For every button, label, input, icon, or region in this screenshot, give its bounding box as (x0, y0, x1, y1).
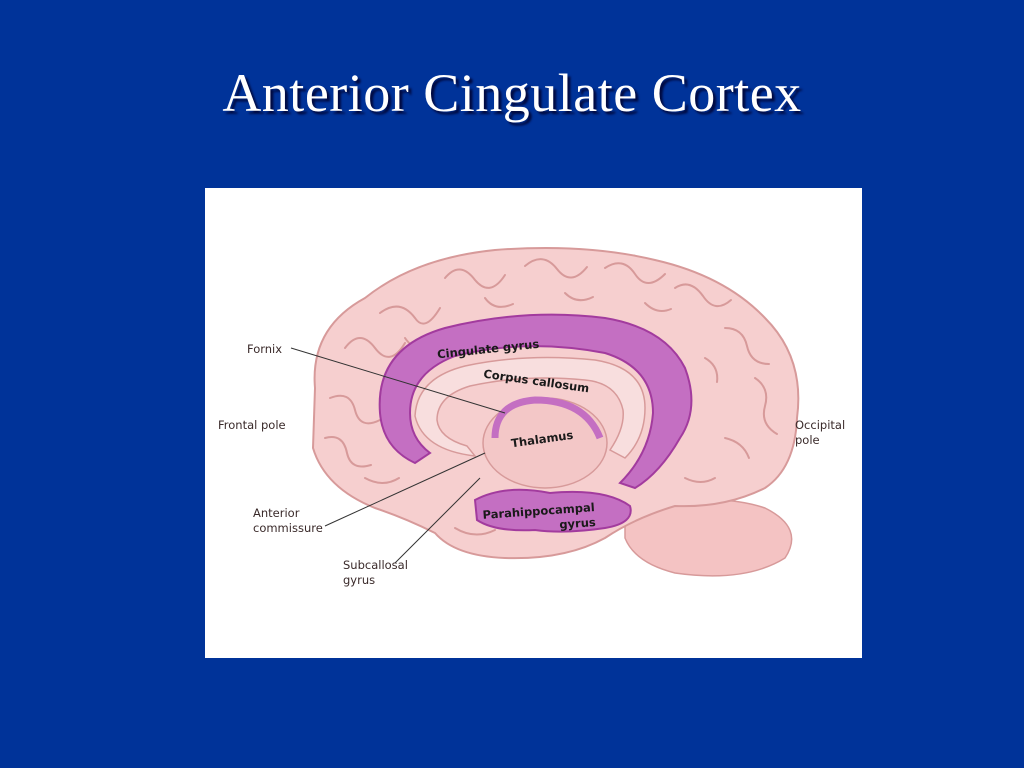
label-occipital-line2: pole (795, 433, 820, 447)
label-subcallosal-line2: gyrus (343, 573, 376, 587)
label-anterior-commissure-line1: Anterior (253, 506, 300, 520)
slide-title: Anterior Cingulate Cortex (222, 63, 802, 123)
fornix-arc (491, 396, 604, 440)
label-fornix: Fornix (247, 342, 283, 356)
label-subcallosal-line1: Subcallosal (343, 558, 408, 572)
parahippocampal-gyrus (473, 488, 632, 533)
corpus-callosum (414, 356, 646, 459)
brain-illustration (290, 246, 800, 577)
label-occipital-line1: Occipital (795, 418, 846, 432)
label-parahippocampal-line2: gyrus (558, 515, 597, 532)
label-anterior-commissure-line2: commissure (253, 521, 323, 535)
label-anterior-commissure: Anterior commissure (253, 506, 323, 536)
cingulate-gyrus-band (378, 313, 693, 490)
leader-lines (290, 347, 506, 564)
brain-diagram: Fornix Frontal pole Anterior commissure … (205, 188, 862, 658)
gyri-lines (324, 258, 778, 536)
label-frontal-pole: Frontal pole (218, 418, 286, 432)
label-subcallosal-gyrus: Subcallosal gyrus (343, 558, 408, 588)
label-occipital-pole: Occipital pole (795, 418, 845, 448)
